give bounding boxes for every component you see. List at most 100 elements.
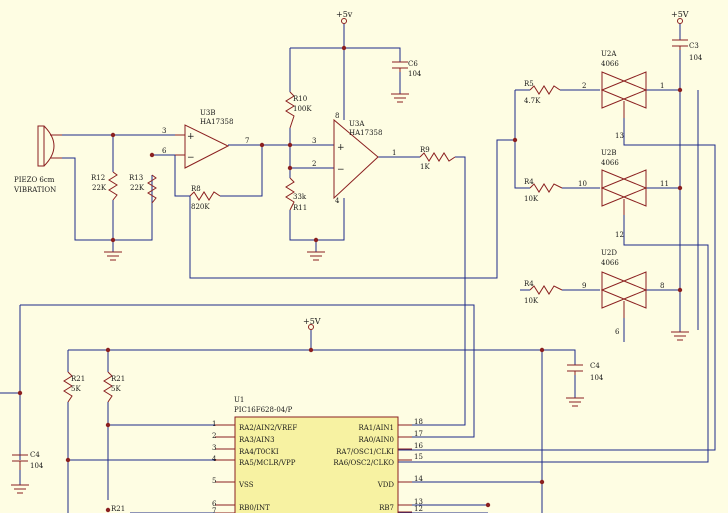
r21a-value: 5K [71, 385, 81, 393]
u1-part: PIC16F628-04/P [234, 406, 293, 414]
r5-value: 4.7K [524, 97, 541, 105]
pin-u2a-ctrl: 13 [615, 132, 624, 140]
c4-left-ref: C4 [30, 451, 40, 459]
u2a-ref: U2A [601, 50, 617, 58]
r8-ref: R8 [191, 185, 201, 193]
r13-value: 22K [130, 184, 145, 192]
u1-pin-number: 5 [212, 477, 216, 485]
u2d-ref: U2D [601, 249, 617, 257]
vcc-label-switch: +5V [671, 10, 689, 19]
u2b-ref: U2B [601, 149, 617, 157]
capacitor-c4-left [12, 454, 28, 470]
r4b-ref: R4 [524, 280, 534, 288]
pin-u3b-plus: 3 [162, 127, 166, 135]
switch-u2d [600, 271, 648, 318]
u1-pin-label: RA1/AIN1 [358, 424, 394, 432]
r10-value: 100K [293, 105, 312, 113]
pin-u2d-ctrl: 6 [615, 328, 620, 336]
u1-pin-label: RA7/OSC1/CLKI [336, 448, 394, 456]
u3a-ref: U3A [349, 120, 365, 128]
ground-symbols [11, 93, 689, 494]
piezo-label-2: VIBRATION [13, 186, 56, 194]
u1-pin-number: 14 [414, 475, 423, 483]
r12-value: 22K [92, 184, 107, 192]
pin-u3a-out: 1 [392, 149, 396, 157]
pin-u2d-in: 9 [582, 282, 586, 290]
r21b-ref: R21 [111, 375, 125, 383]
resistor-r10 [285, 91, 295, 129]
r21a-ref: R21 [71, 375, 85, 383]
resistor-r21a [63, 371, 73, 403]
pin-u2b-out: 11 [660, 180, 669, 188]
pin-u3a-gnd: 4 [335, 197, 340, 205]
capacitor-c6-top [392, 61, 408, 72]
pic-chip-u1 [215, 416, 399, 513]
c4-left-value: 104 [30, 462, 44, 470]
pin-u3b-out: 7 [245, 137, 249, 145]
c3-value: 104 [689, 54, 703, 62]
r8-value: 820K [191, 203, 210, 211]
u1-pin-number: 1 [212, 420, 216, 428]
u3a-part: HA17358 [349, 129, 382, 137]
u1-pin-label: RA0/AIN0 [358, 436, 394, 444]
u1-ref: U1 [234, 396, 244, 404]
u1-pin-number: 17 [414, 430, 423, 438]
junction-dots [17, 45, 683, 513]
resistor-r13 [147, 174, 157, 204]
r4a-value: 10K [524, 195, 539, 203]
r9-ref: R9 [420, 146, 430, 154]
r11-value: 33k [293, 193, 307, 201]
resistor-r4b [529, 285, 563, 295]
r21c-ref: R21 [111, 505, 125, 513]
piezo-sensor [37, 125, 62, 167]
svg-text:−: − [337, 165, 345, 175]
u1-pin-label: RA5/MCLR/VPP [239, 459, 296, 467]
resistor-r21b [103, 371, 113, 403]
u1-pin-number: 3 [212, 444, 216, 452]
resistor-r4a [529, 183, 563, 193]
piezo-label-1: PIEZO 6cm [14, 176, 55, 184]
u1-pin-label: RA3/AIN3 [239, 436, 275, 444]
u1-pin-label: VSS [238, 481, 254, 489]
r4a-ref: R4 [524, 178, 534, 186]
capacitor-c4-right [567, 364, 583, 375]
u1-pin-label: VDD [377, 481, 395, 489]
c6-ref: C6 [408, 60, 418, 68]
c6-value: 104 [408, 70, 422, 78]
u1-pin-number: 12 [414, 505, 423, 513]
vcc-label-chip: +5V [303, 317, 321, 326]
u2b-part: 4066 [601, 159, 619, 167]
r5-ref: R5 [524, 80, 534, 88]
c4-right-value: 104 [590, 374, 604, 382]
svg-text:+: + [337, 143, 345, 153]
u2a-part: 4066 [601, 60, 619, 68]
vcc-label-opamp: +5v [336, 10, 353, 19]
pin-u2a-out: 1 [660, 82, 664, 90]
u1-pin-number: 7 [212, 507, 216, 513]
u1-pin-number: 16 [414, 442, 423, 450]
u1-pin-label: RA4/T0CKI [239, 448, 279, 456]
u3b-part: HA17358 [200, 118, 233, 126]
u1-pin-label: RA6/OSC2/CLKO [333, 459, 394, 467]
svg-text:+: + [187, 132, 195, 142]
u1-pin-number: 4 [212, 455, 217, 463]
pin-u3a-plus: 3 [312, 137, 316, 145]
u1-pin-label: RA2/AIN2/VREF [239, 424, 297, 432]
resistor-r9 [419, 152, 456, 162]
r21b-value: 5K [111, 385, 121, 393]
r4b-value: 10K [524, 297, 539, 305]
pin-u2d-out: 8 [660, 282, 664, 290]
u1-pin-number: 13 [414, 498, 423, 506]
pin-u2a-in: 2 [582, 82, 586, 90]
resistor-r11 [285, 177, 295, 211]
u1-pin-number: 2 [212, 432, 216, 440]
wires [0, 24, 716, 513]
pin-u3b-minus: 6 [162, 147, 167, 155]
u1-pin-number: 6 [212, 500, 217, 508]
u1-pin-label: RB0/INT [239, 504, 270, 512]
r13-ref: R13 [129, 174, 143, 182]
opamp-u3b: + − [175, 124, 230, 169]
switch-u2a [600, 71, 648, 118]
